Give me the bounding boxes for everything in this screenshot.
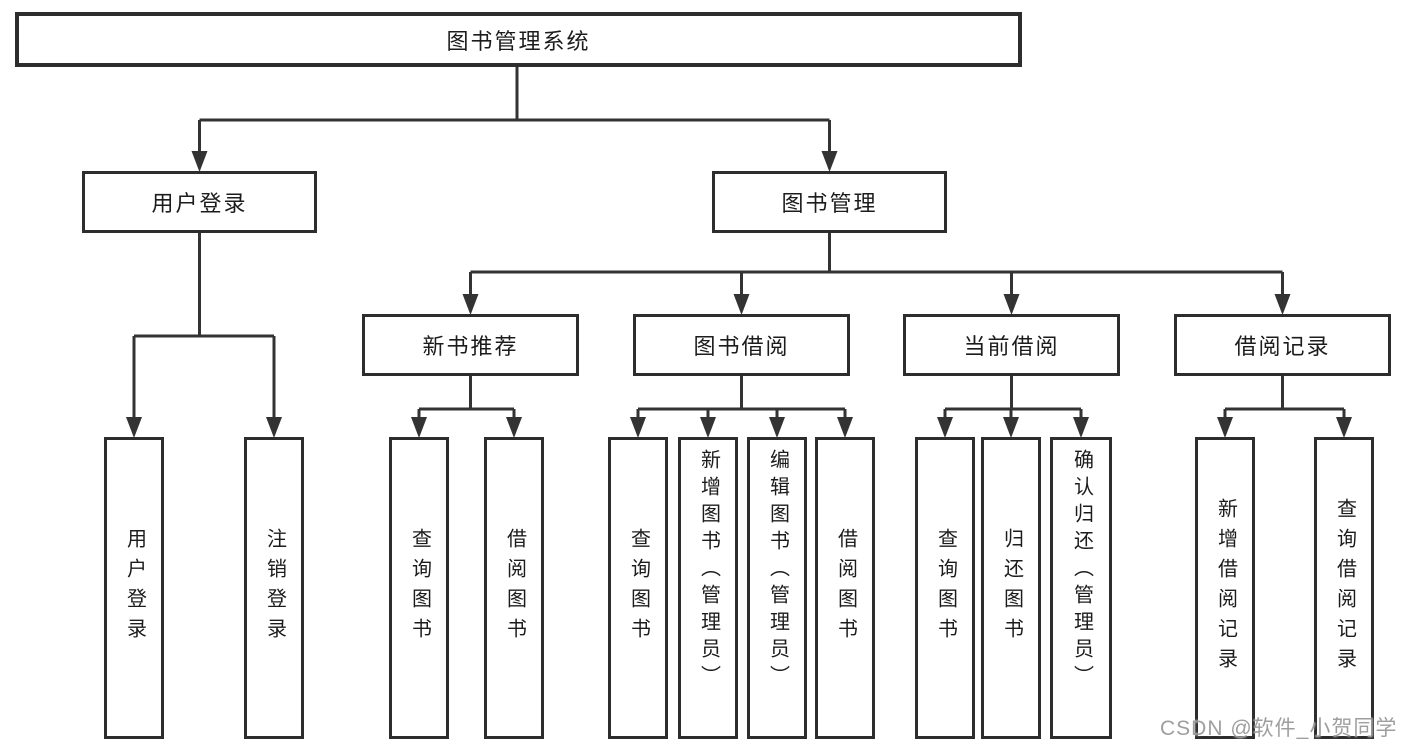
node-current-borrowing: 当前借阅 <box>903 314 1120 376</box>
arrowhead <box>191 151 208 172</box>
leaf-borrowing-add-books-admin: 新增图书（管理员） <box>678 437 738 739</box>
arrowhead <box>266 417 282 438</box>
leaf-newbook-query-books: 查询图书 <box>389 437 449 739</box>
leaf-current-confirm-return-admin: 确认归还（管理员） <box>1050 437 1112 739</box>
arrowhead <box>937 417 953 438</box>
leaf-label: 确认归还（管理员） <box>1070 449 1093 692</box>
leaf-user-login: 用户登录 <box>104 437 164 739</box>
arrowhead <box>462 294 479 315</box>
leaf-label: 查询图书 <box>408 528 431 648</box>
node-book-borrowing: 图书借阅 <box>633 314 850 376</box>
arrowhead <box>700 417 716 438</box>
leaf-label: 查询借阅记录 <box>1333 498 1356 678</box>
arrowhead <box>1003 294 1020 315</box>
connector-new-book-to-leaves <box>411 376 522 438</box>
arrowhead <box>1217 417 1233 438</box>
leaf-label: 用户登录 <box>123 528 146 648</box>
leaf-label: 新增图书（管理员） <box>697 449 720 692</box>
node-borrowing-records: 借阅记录 <box>1174 314 1391 376</box>
csdn-watermark: CSDN @软件_小贺同学 <box>1160 717 1398 740</box>
connector-book-management-to-level3 <box>462 233 1291 315</box>
arrowhead <box>1073 417 1089 438</box>
connector-borrow-records-to-leaves <box>1217 376 1352 438</box>
arrowhead <box>126 417 142 438</box>
connector-root-to-level2 <box>191 67 838 172</box>
arrowhead <box>837 417 853 438</box>
node-new-book-recommendation: 新书推荐 <box>362 314 579 376</box>
arrowhead <box>1003 417 1019 438</box>
leaf-label: 查询图书 <box>934 528 957 648</box>
leaf-label: 注销登录 <box>263 528 286 648</box>
connector-book-borrow-to-leaves <box>630 376 853 438</box>
leaf-borrowing-borrow-books: 借阅图书 <box>815 437 875 739</box>
arrowhead <box>1336 417 1352 438</box>
leaf-label: 查询图书 <box>627 528 650 648</box>
leaf-newbook-borrow-books: 借阅图书 <box>484 437 544 739</box>
leaf-label: 归还图书 <box>1000 528 1023 648</box>
leaf-borrowing-query-books: 查询图书 <box>608 437 668 739</box>
leaf-label: 借阅图书 <box>834 528 857 648</box>
arrowhead <box>630 417 646 438</box>
leaf-logout: 注销登录 <box>244 437 304 739</box>
arrowhead <box>821 151 838 172</box>
connector-current-borrow-to-leaves <box>937 376 1089 438</box>
leaf-label: 编辑图书（管理员） <box>766 449 789 692</box>
node-book-management: 图书管理 <box>712 171 947 233</box>
arrowhead <box>411 417 427 438</box>
leaf-current-query-books: 查询图书 <box>915 437 975 739</box>
leaf-label: 新增借阅记录 <box>1214 498 1237 678</box>
arrowhead <box>769 417 785 438</box>
leaf-borrowing-edit-books-admin: 编辑图书（管理员） <box>747 437 807 739</box>
arrowhead <box>506 417 522 438</box>
connector-user-login-to-leaves <box>126 233 282 438</box>
arrowhead <box>733 294 750 315</box>
leaf-records-add-borrow-record: 新增借阅记录 <box>1195 437 1255 739</box>
node-user-login: 用户登录 <box>82 171 317 233</box>
leaf-current-return-books: 归还图书 <box>981 437 1041 739</box>
arrowhead <box>1274 294 1291 315</box>
root-node-library-system: 图书管理系统 <box>15 12 1022 67</box>
leaf-label: 借阅图书 <box>503 528 526 648</box>
leaf-records-query-borrow-record: 查询借阅记录 <box>1314 437 1374 739</box>
